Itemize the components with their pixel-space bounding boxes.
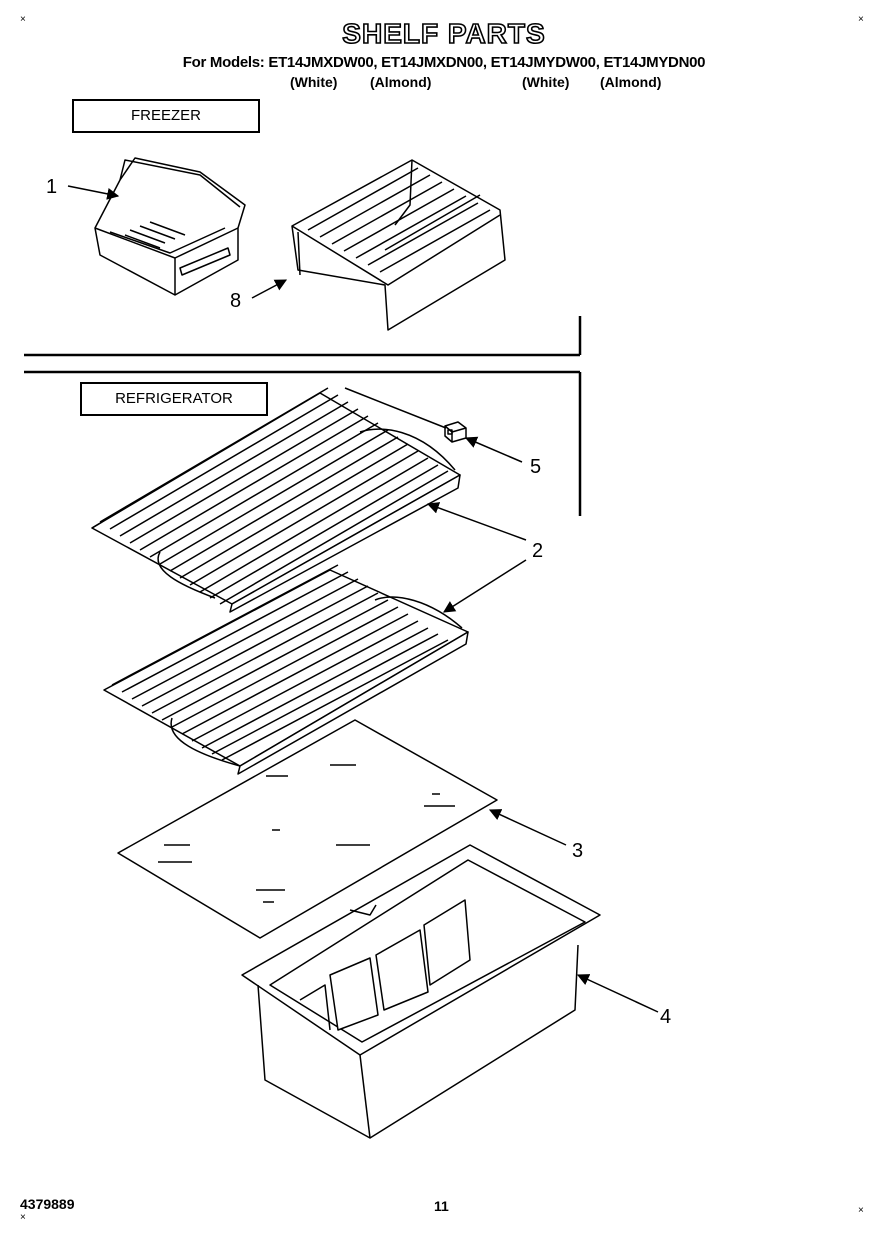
crisper-drawer-drawing xyxy=(241,844,601,1139)
freezer-bucket-drawing xyxy=(94,157,246,296)
callout-5: 5 xyxy=(530,456,542,478)
freezer-shelf-drawing xyxy=(291,159,506,331)
callout-3: 3 xyxy=(572,840,584,862)
registration-mark: × xyxy=(858,14,864,25)
registration-mark: × xyxy=(20,1212,26,1223)
refrigerator-section-label: REFRIGERATOR xyxy=(80,382,268,416)
color-label-white-1: (White) xyxy=(290,74,338,90)
shelf-stop-drawing xyxy=(444,421,467,443)
callout-1: 1 xyxy=(46,176,58,198)
callout-2: 2 xyxy=(532,540,544,562)
color-label-almond-2: (Almond) xyxy=(600,74,662,90)
callout-8: 8 xyxy=(230,290,242,312)
upper-wire-shelf-drawing xyxy=(91,387,461,613)
freezer-divider-lines xyxy=(24,316,582,516)
models-line: For Models: ET14JMXDW00, ET14JMXDN00, ET… xyxy=(182,54,706,71)
part-number: 4379889 xyxy=(20,1196,75,1212)
page-number: 11 xyxy=(434,1198,449,1214)
freezer-section-label: FREEZER xyxy=(72,99,260,133)
page-title: SHELF PARTS xyxy=(341,17,546,50)
color-label-white-2: (White) xyxy=(522,74,570,90)
glass-shelf-drawing xyxy=(117,719,498,939)
registration-mark: × xyxy=(20,14,26,25)
color-label-almond-1: (Almond) xyxy=(370,74,432,90)
lower-wire-shelf-drawing xyxy=(103,564,469,775)
registration-mark: × xyxy=(858,1205,864,1216)
callout-4: 4 xyxy=(660,1006,672,1028)
